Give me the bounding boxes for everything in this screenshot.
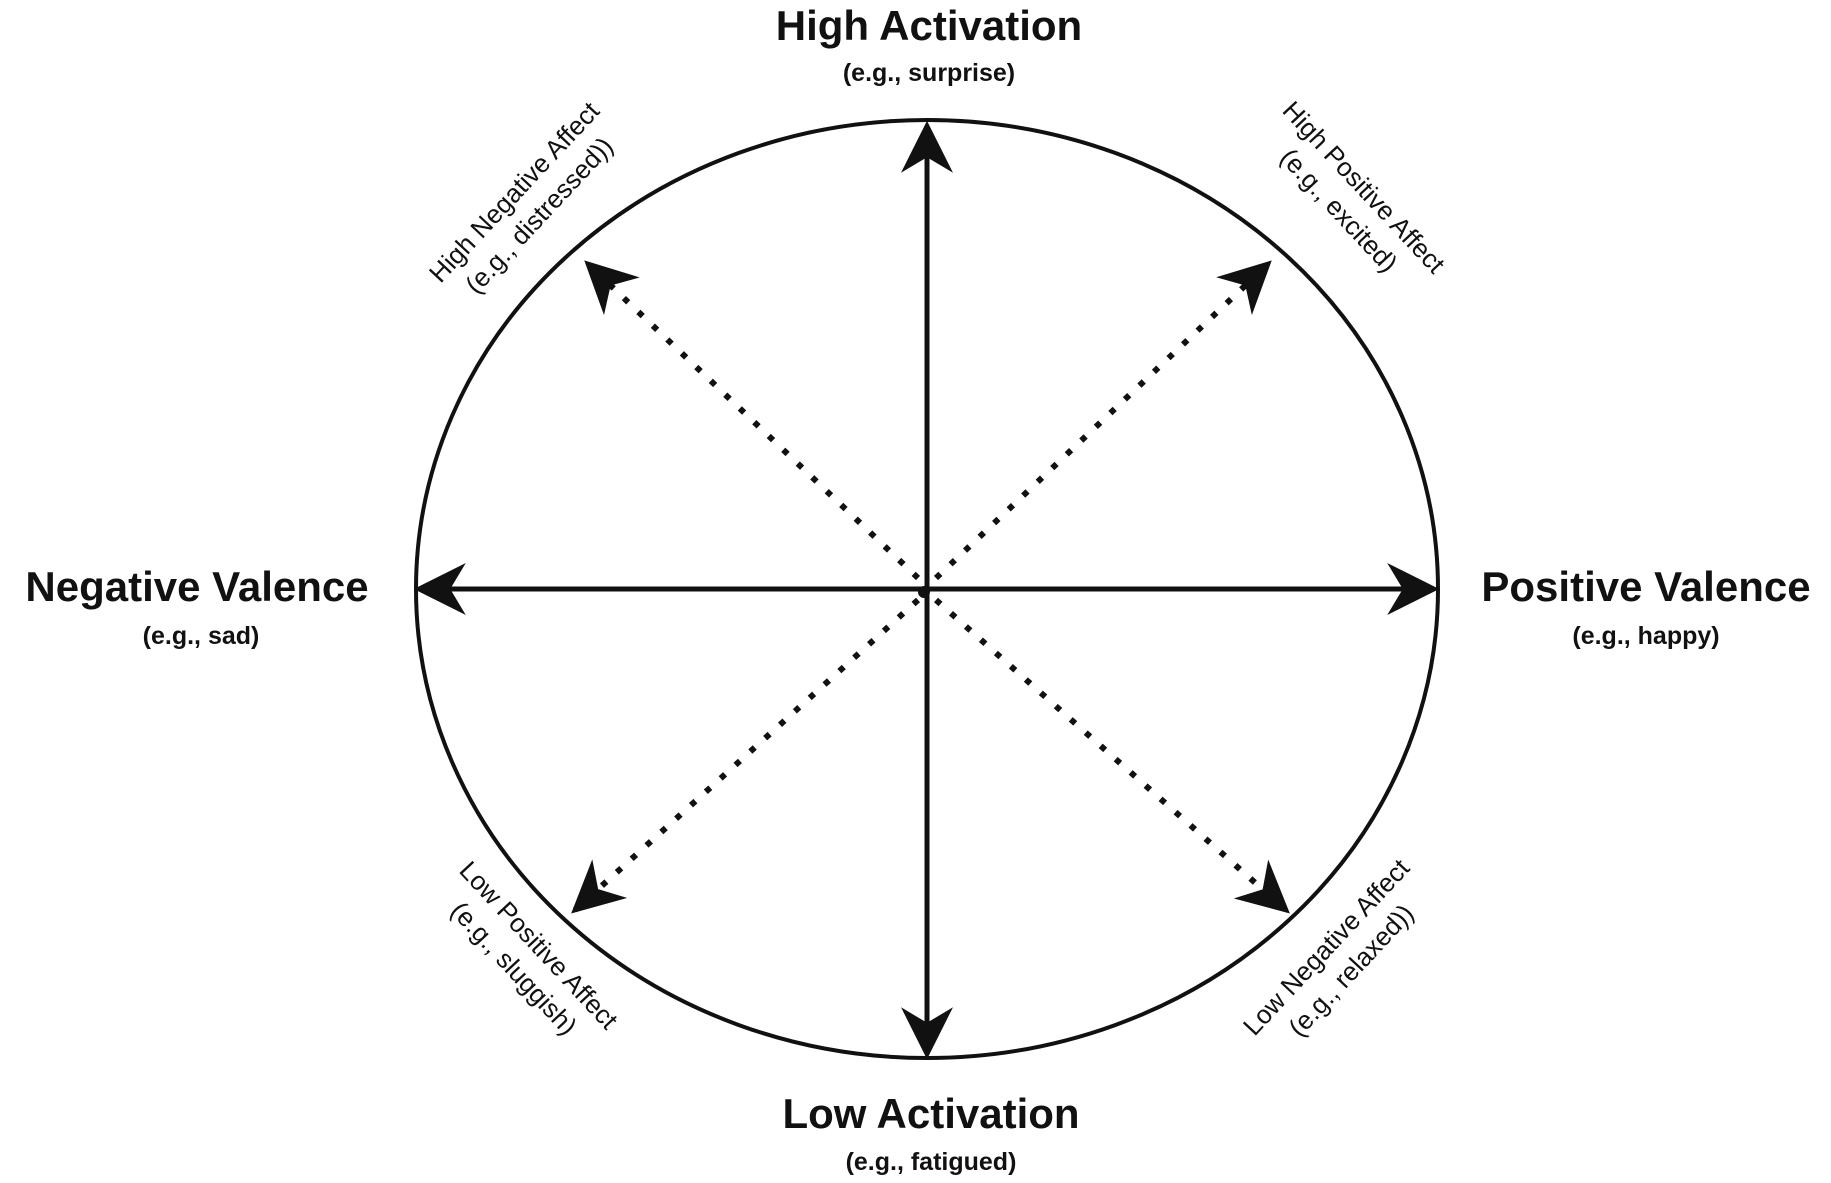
low-negative-affect-arrow bbox=[934, 597, 1290, 914]
high-positive-affect-arrow bbox=[933, 260, 1272, 581]
high-negative-affect-arrow bbox=[584, 260, 921, 581]
low-positive-affect-text: Low Positive Affect (e.g., sluggish) bbox=[445, 855, 625, 1041]
high-positive-affect-text: High Positive Affect (e.g., excited) bbox=[1274, 95, 1451, 280]
high-activation-example: (e.g., surprise) bbox=[843, 59, 1015, 87]
origin-point bbox=[918, 586, 930, 598]
low-positive-affect-arrow bbox=[571, 597, 921, 914]
low-negative-affect-text: Low Negative Affect (e.g., relaxed)) bbox=[1237, 852, 1420, 1042]
low-activation-example: (e.g., fatigued) bbox=[846, 1148, 1017, 1176]
low-activation-label: Low Activation bbox=[782, 1090, 1079, 1137]
high-activation-label: High Activation bbox=[776, 2, 1082, 49]
positive-valence-label: Positive Valence bbox=[1481, 563, 1810, 610]
positive-valence-example: (e.g., happy) bbox=[1572, 622, 1719, 650]
negative-valence-example: (e.g., sad) bbox=[143, 622, 260, 650]
high-negative-affect-text: High Negative Affect (e.g., distressed)) bbox=[423, 95, 619, 299]
negative-valence-label: Negative Valence bbox=[25, 563, 368, 610]
